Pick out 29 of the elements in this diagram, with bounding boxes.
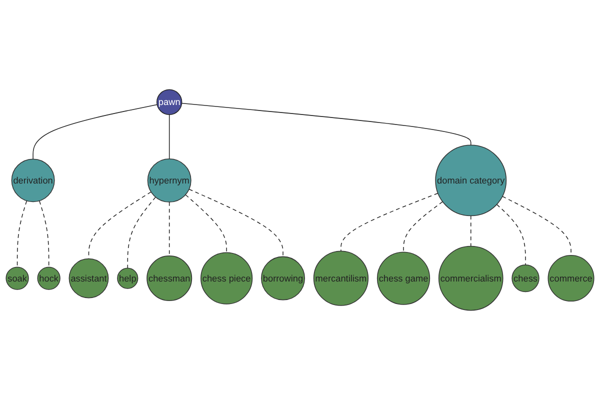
- connector: [403, 201, 443, 252]
- node-circle: domain category: [435, 144, 507, 216]
- connector: [32, 104, 158, 160]
- node-circle: pawn: [156, 89, 182, 115]
- connector: [181, 102, 472, 146]
- connector: [127, 196, 156, 268]
- connector: [39, 200, 50, 268]
- node-circle: borrowing: [261, 256, 305, 300]
- node-circle: chessman: [146, 256, 192, 302]
- node-circle: hypernym: [147, 158, 192, 202]
- connector: [185, 194, 227, 253]
- node-circle: commerce: [548, 255, 594, 302]
- connector: [470, 215, 472, 247]
- node-circle: soak: [6, 266, 29, 290]
- node-circle: derivation: [11, 158, 55, 202]
- node-circle: help: [117, 268, 138, 289]
- node-circle: assistant: [68, 258, 109, 298]
- connector: [496, 204, 526, 266]
- node-circle: chess: [512, 264, 540, 292]
- node-circle: commercialism: [438, 246, 504, 311]
- node-circle: chess game: [376, 252, 430, 305]
- connector: [168, 202, 170, 256]
- connector: [188, 188, 284, 258]
- node-circle: chess piece: [200, 252, 253, 304]
- node-circle: hock: [37, 266, 60, 290]
- connector: [340, 192, 438, 252]
- node-circle: mercantilism: [313, 250, 369, 306]
- connector: [168, 114, 170, 160]
- connector: [16, 200, 28, 268]
